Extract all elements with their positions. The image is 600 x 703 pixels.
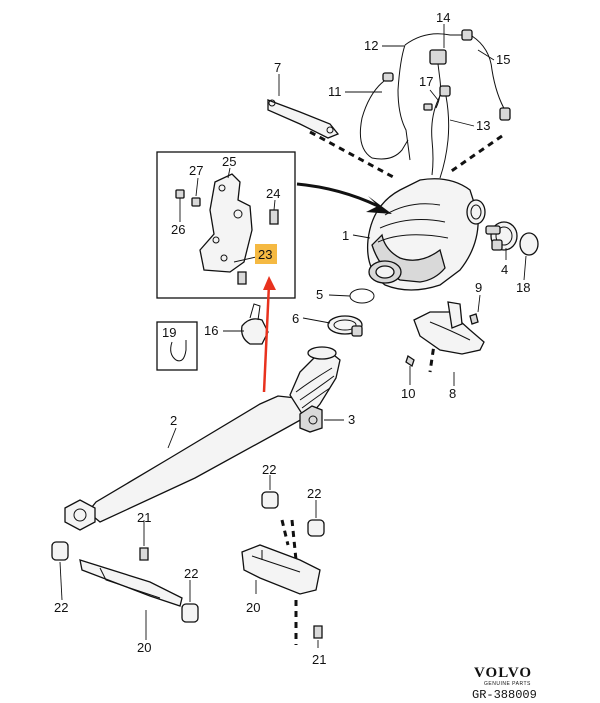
part-20-hanger-left [79,559,183,607]
callout-10: 10 [401,386,415,401]
callout-22-a: 22 [262,462,276,477]
callout-2: 2 [170,413,177,428]
callout-24: 24 [266,186,280,201]
callout-17: 17 [419,74,433,89]
part-5-gasket [349,288,375,304]
part-4-clamp [485,221,518,251]
callout-14: 14 [436,10,450,25]
callout-9: 9 [475,280,482,295]
callout-22-d: 22 [184,566,198,581]
callout-11: 11 [328,84,342,99]
callout-15: 15 [496,52,510,67]
part-6-clamp [327,315,363,337]
part-8-shield [413,301,485,355]
part-1-converter [366,178,486,291]
leader-lines [59,24,527,648]
callout-5: 5 [316,287,323,302]
part-16-clip [241,303,269,345]
red-arrow [262,276,276,393]
callout-3: 3 [348,412,355,427]
part-22-insulators [51,491,325,623]
callout-6: 6 [292,311,299,326]
part-21-bolts [139,547,323,639]
callout-1: 1 [342,228,349,243]
callout-12: 12 [364,38,378,53]
part-3-hanger [299,405,323,433]
brand-name: VOLVO [474,665,532,681]
callout-25: 25 [222,154,236,169]
callout-21-right: 21 [312,652,326,667]
brand-tagline: GENUINE PARTS [484,681,531,687]
callout-18: 18 [516,280,530,295]
part-9-bolt [469,313,479,325]
highlight-23 [255,244,277,264]
inset-bracket-box [156,151,296,299]
callout-21-left: 21 [137,510,151,525]
callout-20-left: 20 [137,640,151,655]
inset-pointer-arrow [296,182,392,214]
part-19-box [156,321,198,371]
part-10-bolt [405,354,415,368]
part-7-bracket [267,99,340,139]
callout-4: 4 [501,262,508,277]
callout-13: 13 [476,118,490,133]
callout-16: 16 [204,323,218,338]
part-20-hanger-right [241,544,321,595]
callout-26: 26 [171,222,185,237]
part-18-gasket [519,232,539,256]
volvo-logo: VOLVO GENUINE PARTS [474,665,532,687]
callout-20-right: 20 [246,600,260,615]
callout-7: 7 [274,60,281,75]
callout-27: 27 [189,163,203,178]
callout-22-c: 22 [54,600,68,615]
callout-19: 19 [162,325,176,340]
part-2-front-pipe [64,346,341,531]
drawing-code: GR-388009 [472,688,537,702]
callout-22-b: 22 [307,486,321,501]
sensors-group [359,29,511,179]
callout-labels: 1 2 3 4 5 6 7 8 9 10 11 12 13 14 15 16 1… [54,10,530,667]
callout-8: 8 [449,386,456,401]
callout-23: 23 [258,247,272,262]
